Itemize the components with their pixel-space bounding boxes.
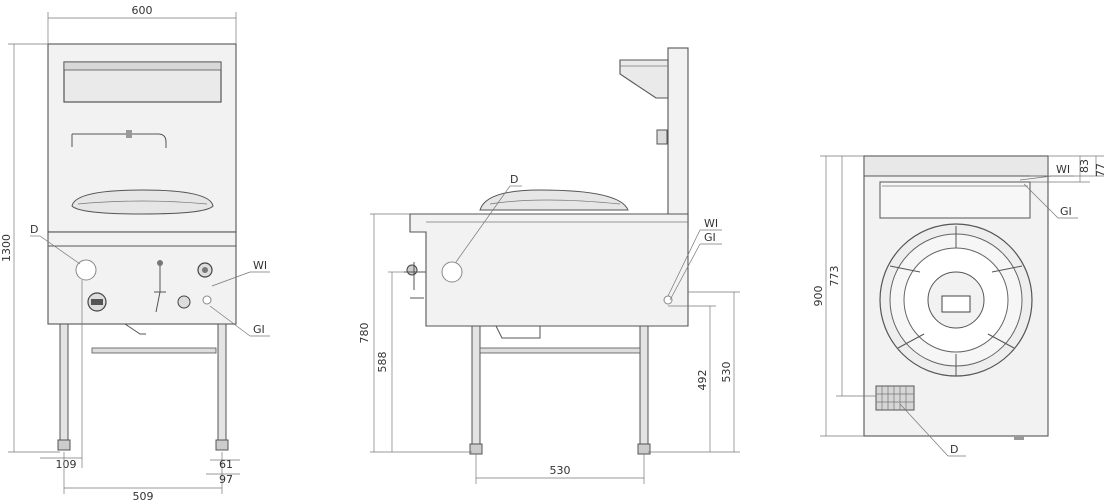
front-dim-97: 97 [219,473,233,486]
top-dim-77: 77 [1094,163,1107,177]
side-label-wi: WI [704,217,718,230]
front-tap-lever [154,262,166,313]
side-shelf [619,59,669,99]
front-small-knob [177,295,191,309]
front-dim-61: 61 [219,458,233,471]
front-label-gi: GI [253,323,265,336]
side-drain-marker [441,261,463,283]
side-dim-780: 780 [358,323,371,344]
front-view: 600 1300 109 509 61 97 D WI GI [0,4,270,503]
front-leg-left [59,323,69,441]
side-cabinet [409,213,689,327]
top-view: 900 773 83 77 WI GI D [812,155,1107,457]
front-dim-1300: 1300 [0,234,13,262]
side-controls [404,262,426,299]
side-label-d: D [510,173,518,186]
front-gas-inlet-marker [202,295,212,305]
front-label-d: D [30,223,38,236]
top-dim-900: 900 [812,286,825,307]
front-crossbar [91,347,217,354]
front-wok-ring [71,189,214,215]
side-leg-back [639,325,649,445]
side-dim-492: 492 [696,370,709,391]
top-shelf [863,155,1049,177]
side-dim-530-depth: 530 [550,464,571,477]
side-upright [667,47,689,227]
top-label-wi: WI [1056,163,1070,176]
top-dim-83: 83 [1078,159,1091,173]
front-dim-600: 600 [132,4,153,17]
side-view: 780 588 492 530 530 D WI GI [358,47,740,484]
front-drain-marker [75,259,97,281]
front-dim-509: 509 [133,490,154,503]
top-tray [879,181,1031,219]
side-label-gi: GI [704,231,716,244]
front-label-wi: WI [253,259,267,272]
top-label-gi: GI [1060,205,1072,218]
front-water-tap [71,133,167,148]
side-tap [656,129,668,145]
side-dim-530-height: 530 [720,362,733,383]
side-gas-inlet-marker [663,295,673,305]
front-dim-109: 109 [56,458,77,471]
top-dim-773: 773 [828,266,841,287]
front-leg-right [217,323,227,441]
side-leg-front [471,325,481,445]
top-label-d: D [950,443,958,456]
side-dim-588: 588 [376,352,389,373]
